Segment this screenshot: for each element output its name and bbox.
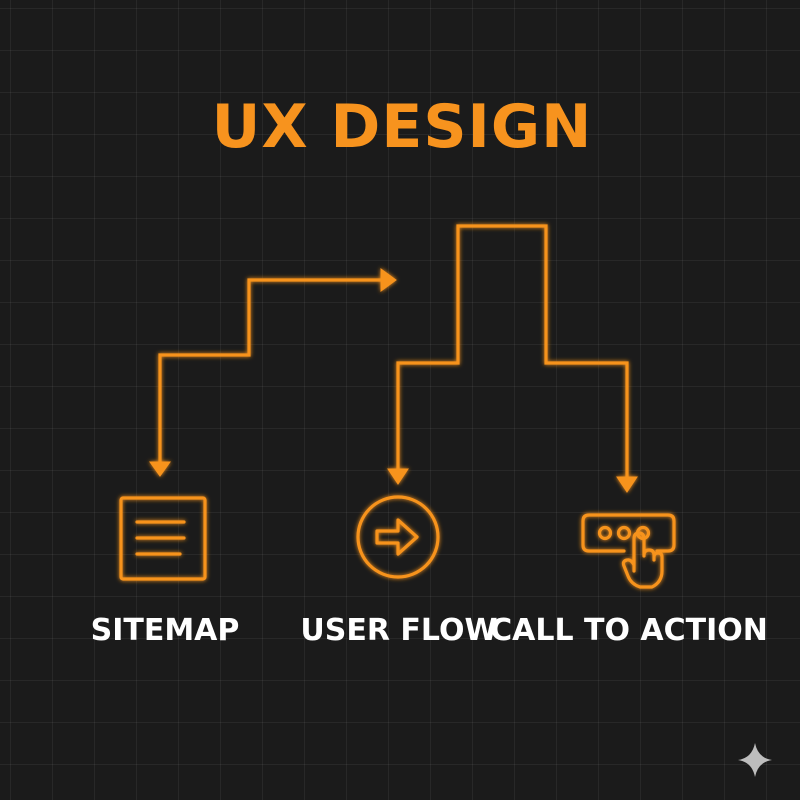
- flow-bridge-connector-line: [396, 224, 629, 477]
- node-user-flow: USER FLOW: [300, 495, 498, 648]
- flow-connectors: [149, 224, 638, 493]
- user-flow-label: USER FLOW: [300, 613, 497, 648]
- node-call-to-action: CALL TO ACTION: [490, 513, 768, 648]
- node-sitemap: SITEMAP: [91, 496, 240, 648]
- sitemap-document-icon: [119, 496, 207, 581]
- page-title: UX DESIGN: [212, 92, 593, 162]
- sparkle-icon: [738, 743, 772, 777]
- cta-button-tap-icon: [581, 513, 676, 589]
- connector-arrowhead-right-icon: [380, 268, 397, 292]
- call-to-action-label: CALL TO ACTION: [490, 613, 768, 648]
- circle-arrow-right-icon: [356, 495, 440, 579]
- sitemap-connector-line: [158, 278, 381, 462]
- cta-arrowhead-down-icon: [616, 476, 638, 493]
- user-flow-arrowhead-down-icon: [387, 468, 409, 485]
- sitemap-arrowhead-down-icon: [149, 461, 171, 477]
- sitemap-label: SITEMAP: [91, 613, 240, 648]
